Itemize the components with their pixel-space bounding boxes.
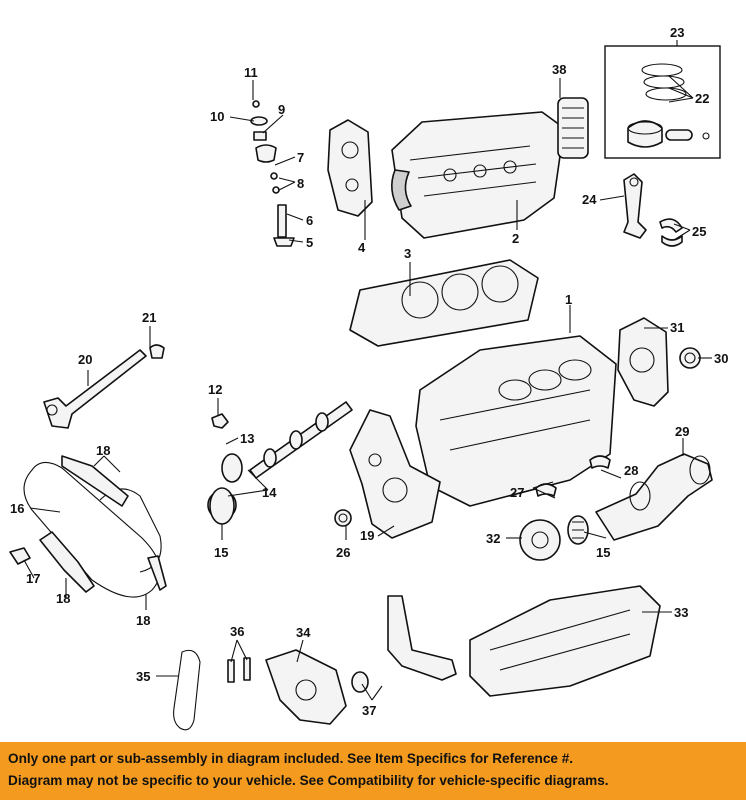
disclaimer-line-1: Only one part or sub-assembly in diagram… xyxy=(8,751,574,766)
crankshaft xyxy=(595,453,713,541)
front-engine-cover xyxy=(349,409,441,539)
crank-sprocket-right xyxy=(567,515,589,545)
leader-lines xyxy=(23,40,712,701)
engine-block xyxy=(415,335,617,507)
callout-17: 17 xyxy=(26,571,40,586)
callout-18-right: 18 xyxy=(136,613,150,628)
rear-main-seal-cover xyxy=(617,317,669,407)
callout-6: 6 xyxy=(306,213,313,228)
callout-18-top: 18 xyxy=(96,443,110,458)
callout-29: 29 xyxy=(675,424,689,439)
callout-28: 28 xyxy=(624,463,638,478)
crank-sprocket-left xyxy=(209,487,235,525)
callout-8: 8 xyxy=(297,176,304,191)
balance-shaft-bearing xyxy=(149,344,165,359)
oil-pump xyxy=(265,649,347,725)
callout-15-right: 15 xyxy=(596,545,610,560)
callout-13: 13 xyxy=(240,431,254,446)
callout-16: 16 xyxy=(10,501,24,516)
callout-34: 34 xyxy=(296,625,311,640)
head-gasket xyxy=(349,259,539,347)
callout-30: 30 xyxy=(714,351,728,366)
connecting-rod xyxy=(623,173,647,239)
callout-4: 4 xyxy=(358,240,366,255)
callout-18-bottom: 18 xyxy=(56,591,70,606)
piston-ring-inset xyxy=(604,45,721,159)
callout-33: 33 xyxy=(674,605,688,620)
callout-5: 5 xyxy=(306,235,313,250)
callout-numbers: 1 2 3 4 5 6 7 8 9 10 11 12 13 14 15 15 1… xyxy=(10,25,728,718)
oil-pan xyxy=(469,585,661,697)
callout-24: 24 xyxy=(582,192,597,207)
callout-37: 37 xyxy=(362,703,376,718)
callout-10: 10 xyxy=(210,109,224,124)
front-cover-seal xyxy=(334,509,352,527)
callout-11: 11 xyxy=(244,65,258,80)
callout-15-left: 15 xyxy=(214,545,228,560)
rod-bearings xyxy=(659,218,683,247)
cylinder-head xyxy=(391,111,565,239)
engine-exploded-diagram: 1 2 3 4 5 6 7 8 9 10 11 12 13 14 15 15 1… xyxy=(9,25,728,731)
balance-shaft xyxy=(43,349,147,429)
callout-19: 19 xyxy=(360,528,374,543)
callout-3: 3 xyxy=(404,246,411,261)
valve-train xyxy=(250,100,295,247)
timing-chain-guides xyxy=(39,455,167,593)
callout-2: 2 xyxy=(512,231,519,246)
timing-cover xyxy=(327,119,373,217)
camshaft-bolt xyxy=(211,413,229,429)
callout-27: 27 xyxy=(510,485,524,500)
callout-32: 32 xyxy=(486,531,500,546)
callout-35: 35 xyxy=(136,669,150,684)
disclaimer-banner: Only one part or sub-assembly in diagram… xyxy=(0,742,746,800)
callout-7: 7 xyxy=(297,150,304,165)
callout-26: 26 xyxy=(336,545,350,560)
callout-22: 22 xyxy=(695,91,709,106)
callout-25: 25 xyxy=(692,224,706,239)
rear-main-seal xyxy=(679,347,701,369)
main-bearings xyxy=(535,455,611,497)
oil-pickup-tube xyxy=(351,595,457,693)
callout-20: 20 xyxy=(78,352,92,367)
camshaft xyxy=(221,401,353,483)
chain-tensioner xyxy=(9,547,31,565)
callout-12: 12 xyxy=(208,382,222,397)
disclaimer-line-2: Diagram may not be specific to your vehi… xyxy=(8,773,609,788)
oil-filter-element xyxy=(557,97,589,159)
callout-1: 1 xyxy=(565,292,572,307)
oil-pump-drive-belt xyxy=(173,649,201,731)
crankshaft-pulley xyxy=(519,519,561,561)
callout-36: 36 xyxy=(230,624,244,639)
callout-21: 21 xyxy=(142,310,156,325)
callout-38: 38 xyxy=(552,62,566,77)
callout-23: 23 xyxy=(670,25,684,40)
callout-14: 14 xyxy=(262,485,277,500)
callout-31: 31 xyxy=(670,320,684,335)
callout-9: 9 xyxy=(278,102,285,117)
